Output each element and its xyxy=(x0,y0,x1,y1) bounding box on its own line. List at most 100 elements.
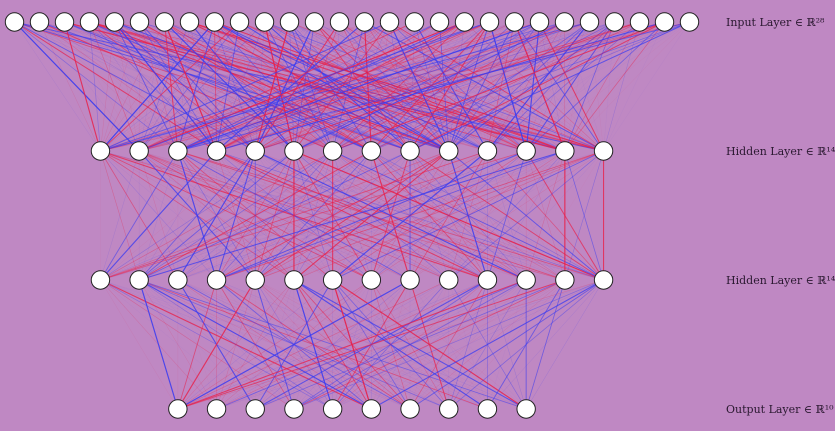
edge-input-26-hidden1-8 xyxy=(409,21,665,152)
edge-input-6-hidden1-12 xyxy=(164,21,565,152)
edge-input-21-hidden1-10 xyxy=(487,21,540,152)
edge-hidden1-11-hidden2-3 xyxy=(216,150,527,281)
edge-input-26-hidden1-1 xyxy=(139,21,665,152)
input-node-4 xyxy=(104,12,125,32)
edge-input-6-hidden1-10 xyxy=(164,21,488,152)
edge-input-12-hidden1-1 xyxy=(139,21,315,152)
edge-input-16-hidden1-12 xyxy=(414,21,565,152)
edge-input-26-hidden1-2 xyxy=(177,21,665,152)
edge-hidden1-6-hidden2-0 xyxy=(100,150,333,281)
edge-hidden1-11-hidden2-0 xyxy=(100,150,527,281)
edge-input-13-hidden1-12 xyxy=(339,21,565,152)
input-node-12 xyxy=(304,12,325,32)
edge-input-10-hidden1-7 xyxy=(264,21,372,152)
edge-hidden2-12-output-2 xyxy=(255,279,566,410)
edge-input-21-hidden1-2 xyxy=(177,21,540,152)
edge-input-4-hidden1-3 xyxy=(114,21,218,152)
edge-input-13-hidden1-8 xyxy=(339,21,411,152)
edge-input-3-hidden1-1 xyxy=(89,21,140,152)
edge-hidden2-9-output-1 xyxy=(216,279,449,410)
hidden2-node-8 xyxy=(400,270,420,290)
edge-hidden2-13-output-4 xyxy=(332,279,604,410)
edge-hidden1-10-hidden2-12 xyxy=(487,150,566,281)
input-node-10 xyxy=(254,12,275,32)
edge-input-4-hidden1-9 xyxy=(114,21,449,152)
edge-input-15-hidden1-0 xyxy=(100,21,390,152)
edge-input-26-hidden1-10 xyxy=(487,21,665,152)
edge-input-1-hidden1-0 xyxy=(39,21,101,152)
hidden1-node-11 xyxy=(516,141,536,161)
hidden2-node-10 xyxy=(477,270,498,290)
edge-hidden1-7-hidden2-1 xyxy=(138,150,372,281)
edge-hidden2-12-output-3 xyxy=(293,279,566,410)
edge-hidden1-6-hidden2-1 xyxy=(138,150,333,281)
edge-input-19-hidden1-0 xyxy=(100,21,490,152)
output-node-5 xyxy=(361,399,382,419)
edge-hidden2-3-output-0 xyxy=(177,279,217,410)
edge-input-16-hidden1-7 xyxy=(371,21,415,152)
edge-input-21-hidden1-12 xyxy=(539,21,566,152)
edge-input-17-hidden1-12 xyxy=(439,21,565,152)
edge-hidden1-12-hidden2-2 xyxy=(177,150,565,281)
input-node-15 xyxy=(379,12,400,32)
input-node-11 xyxy=(279,12,300,32)
edge-hidden1-10-hidden2-1 xyxy=(139,150,488,281)
edge-input-4-hidden1-2 xyxy=(114,21,179,152)
edge-input-15-hidden1-2 xyxy=(177,21,390,152)
edge-input-10-hidden1-0 xyxy=(100,21,265,152)
edge-hidden1-13-hidden2-2 xyxy=(177,150,604,281)
edge-input-22-hidden1-9 xyxy=(448,21,565,152)
edge-input-24-hidden1-1 xyxy=(139,21,615,152)
edge-hidden1-11-hidden2-7 xyxy=(371,150,527,281)
edge-hidden2-8-output-8 xyxy=(409,279,488,410)
output-node-0 xyxy=(168,399,188,419)
edge-input-24-hidden1-8 xyxy=(409,21,615,152)
edge-input-24-hidden1-13 xyxy=(603,21,615,152)
hidden2-node-11 xyxy=(516,270,536,290)
edge-input-14-hidden1-9 xyxy=(364,21,450,152)
edge-hidden2-12-output-4 xyxy=(332,279,565,410)
node-group xyxy=(4,12,700,419)
edge-input-1-hidden1-10 xyxy=(39,21,488,152)
edge-hidden1-9-hidden2-2 xyxy=(177,150,449,281)
edge-input-13-hidden1-4 xyxy=(254,21,340,152)
edge-input-11-hidden1-0 xyxy=(100,21,290,152)
edge-hidden1-2-hidden2-0 xyxy=(100,150,179,281)
edge-hidden2-11-output-6 xyxy=(409,279,527,410)
edge-input-1-hidden1-6 xyxy=(39,21,333,152)
edge-input-23-hidden1-0 xyxy=(100,21,590,152)
edge-input-13-hidden1-2 xyxy=(177,21,340,152)
edge-input-7-hidden1-3 xyxy=(189,21,217,152)
edge-input-21-hidden1-1 xyxy=(139,21,540,152)
edge-input-2-hidden1-2 xyxy=(64,21,178,152)
edge-input-1-hidden1-5 xyxy=(39,21,295,152)
edge-input-9-hidden1-8 xyxy=(239,21,411,152)
edge-input-0-hidden1-7 xyxy=(14,21,372,152)
output-node-3 xyxy=(284,399,304,419)
hidden2-node-2 xyxy=(168,270,188,290)
edge-input-12-hidden1-6 xyxy=(314,21,333,152)
edge-input-19-hidden1-4 xyxy=(255,21,490,152)
edge-hidden1-13-hidden2-11 xyxy=(525,150,604,281)
edge-input-12-hidden1-0 xyxy=(100,21,315,152)
edge-input-3-hidden1-7 xyxy=(89,21,372,152)
hidden2-node-0 xyxy=(90,270,111,290)
edge-input-6-hidden1-7 xyxy=(164,21,372,152)
edge-input-17-hidden1-0 xyxy=(100,21,440,152)
edge-input-20-hidden1-7 xyxy=(371,21,515,152)
edge-input-24-hidden1-0 xyxy=(100,21,615,152)
edge-hidden1-11-hidden2-12 xyxy=(525,150,566,281)
edge-input-1-hidden1-8 xyxy=(39,21,411,152)
edge-input-18-hidden1-8 xyxy=(409,21,465,152)
edge-input-3-hidden1-2 xyxy=(89,21,179,152)
edge-input-17-hidden1-10 xyxy=(439,21,488,152)
edge-group xyxy=(14,21,690,410)
hidden2-node-5 xyxy=(284,270,304,290)
edge-input-4-hidden1-8 xyxy=(114,21,411,152)
edge-input-10-hidden1-6 xyxy=(264,21,334,152)
edge-input-15-hidden1-10 xyxy=(389,21,488,152)
edge-hidden1-13-hidden2-5 xyxy=(293,150,604,281)
edge-input-26-hidden1-6 xyxy=(332,21,665,152)
edge-input-26-hidden1-13 xyxy=(603,21,665,152)
edge-input-0-hidden1-6 xyxy=(14,21,333,152)
